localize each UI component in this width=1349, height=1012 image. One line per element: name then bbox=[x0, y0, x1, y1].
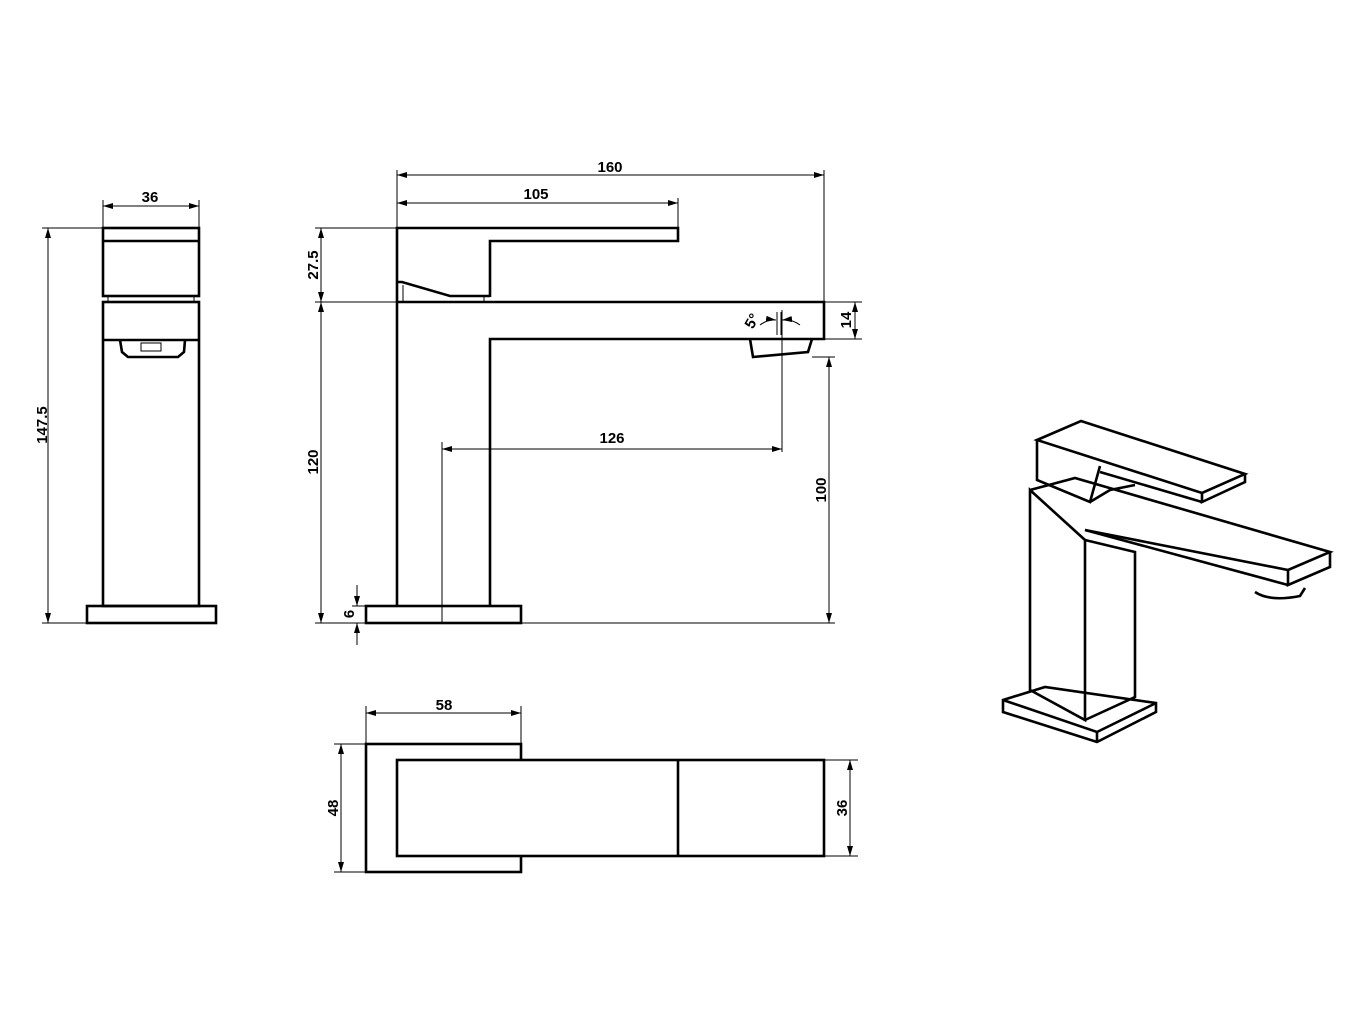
dim-total-height: 147.5 bbox=[34, 406, 51, 444]
top-view: 58 48 36 bbox=[325, 697, 858, 874]
front-view: 36 147.5 bbox=[34, 189, 218, 625]
dim-spout-width: 36 bbox=[834, 800, 851, 817]
dim-lever-length: 105 bbox=[523, 186, 548, 203]
dim-spout-height: 120 bbox=[305, 449, 322, 474]
dim-base-thickness: 6 bbox=[341, 610, 358, 618]
dim-outlet-height: 100 bbox=[813, 477, 830, 502]
dim-outlet-angle: 5° bbox=[741, 311, 763, 332]
side-view: 160 105 27.5 120 6 126 100 14 5° bbox=[305, 159, 862, 645]
dim-lever-height: 27.5 bbox=[305, 250, 322, 279]
dim-base-width: 48 bbox=[325, 800, 342, 817]
dim-front-width: 36 bbox=[142, 189, 159, 206]
dim-spout-thickness: 14 bbox=[838, 311, 855, 328]
dim-overall-length: 160 bbox=[597, 159, 622, 176]
isometric-view bbox=[1001, 419, 1334, 744]
dim-base-length: 58 bbox=[436, 697, 453, 714]
dim-reach: 126 bbox=[599, 430, 624, 447]
